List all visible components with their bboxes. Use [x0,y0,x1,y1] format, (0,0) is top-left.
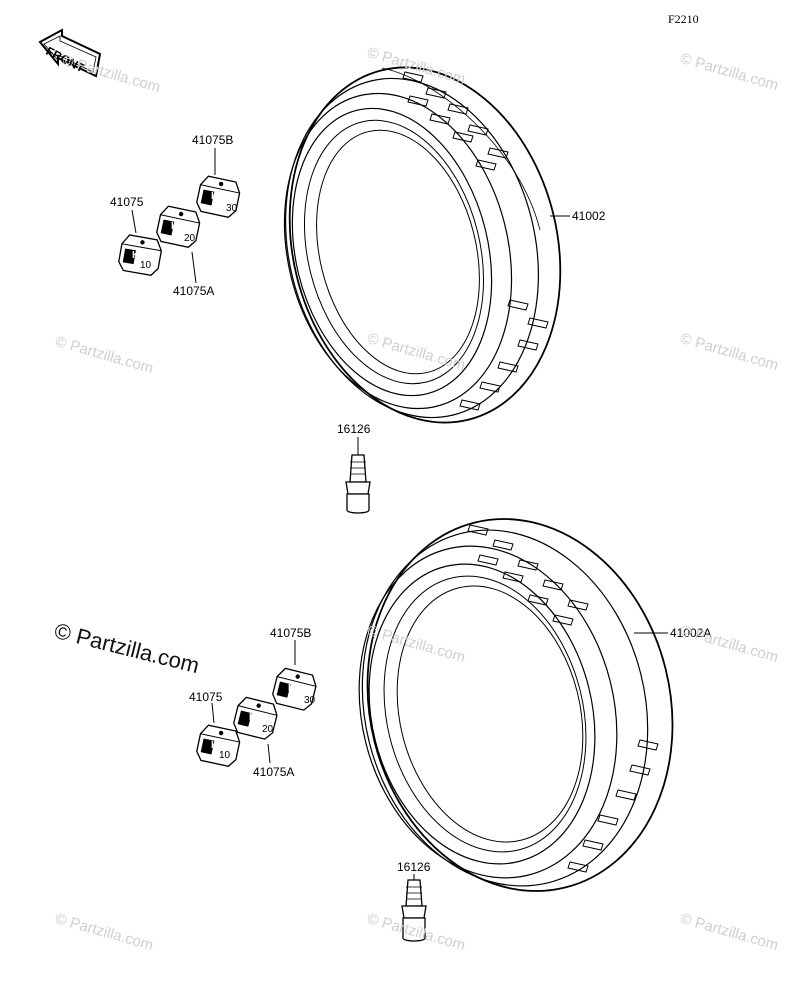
weight-mark-10: 10 [219,750,231,761]
part-label-upper-weight[interactable]: 41075 [110,195,144,209]
weight-mark-30: 30 [226,203,238,214]
figure-code: F2210 [668,12,699,26]
weight-mark-10: 10 [140,260,152,271]
weight-mark-k: K [211,191,219,202]
part-label-lower-weight[interactable]: 41075 [189,690,223,704]
upper-valve-drawing [345,454,371,514]
weight-mark-k: K [249,712,257,723]
front-arrow-icon [38,28,102,78]
part-label-upper-weight-a[interactable]: 41075A [173,284,215,298]
part-label-lower-weight-a[interactable]: 41075A [253,765,295,779]
weight-mark-k: K [211,740,219,751]
part-label-lower-weight-b[interactable]: 41075B [270,626,312,640]
weight-mark-20: 20 [184,233,196,244]
weight-mark-k: K [171,221,179,232]
part-label-upper-tire[interactable]: 41002 [572,209,606,223]
weight-mark-30: 30 [304,695,316,706]
lower-valve-drawing [401,879,427,942]
part-label-upper-valve[interactable]: 16126 [337,422,371,436]
weight-mark-k: K [288,683,296,694]
leader-lines [131,148,668,880]
weight-mark-k: K [132,250,140,261]
lower-tire-drawing [358,518,674,892]
part-label-lower-valve[interactable]: 16126 [397,860,431,874]
weight-mark-20: 20 [262,724,274,735]
part-label-lower-tire[interactable]: 41002A [670,626,712,640]
upper-tire-drawing [283,66,562,424]
part-label-upper-weight-b[interactable]: 41075B [192,133,234,147]
